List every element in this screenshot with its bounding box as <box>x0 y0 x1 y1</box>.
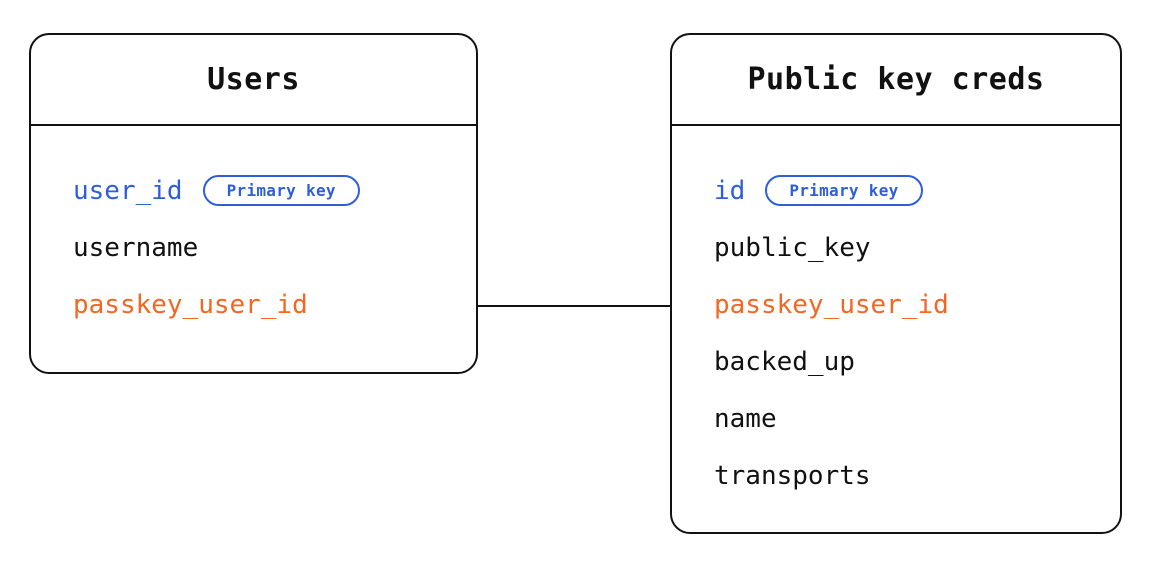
entity-public-key-creds-header: Public key creds <box>672 35 1120 126</box>
field-label-name: name <box>714 403 777 434</box>
field-row-id[interactable]: id Primary key <box>672 162 1120 219</box>
entity-users-title: Users <box>207 61 300 97</box>
field-row-username[interactable]: username <box>31 219 476 276</box>
primary-key-badge: Primary key <box>202 175 360 206</box>
field-row-name[interactable]: name <box>672 390 1120 447</box>
field-label-username: username <box>73 232 199 263</box>
entity-users[interactable]: Users user_id Primary key username passk… <box>29 33 478 374</box>
primary-key-badge-label: Primary key <box>226 180 336 200</box>
relationship-connector-passkey-user-id <box>478 305 672 307</box>
field-row-backed-up[interactable]: backed_up <box>672 333 1120 390</box>
entity-users-header: Users <box>31 35 476 126</box>
field-row-passkey-user-id[interactable]: passkey_user_id <box>31 276 476 333</box>
entity-public-key-creds-field-list: id Primary key public_key passkey_user_i… <box>672 126 1120 504</box>
entity-public-key-creds-title: Public key creds <box>747 61 1045 97</box>
field-label-id: id <box>714 175 746 206</box>
field-label-public-key: public_key <box>714 232 871 263</box>
primary-key-badge-label: Primary key <box>789 180 899 200</box>
field-label-user-id: user_id <box>73 175 183 206</box>
field-label-passkey-user-id: passkey_user_id <box>73 289 308 320</box>
field-label-transports: transports <box>714 460 871 491</box>
primary-key-badge: Primary key <box>765 175 923 206</box>
entity-public-key-creds[interactable]: Public key creds id Primary key public_k… <box>670 33 1122 534</box>
field-row-user-id[interactable]: user_id Primary key <box>31 162 476 219</box>
field-row-transports[interactable]: transports <box>672 447 1120 504</box>
field-label-passkey-user-id: passkey_user_id <box>714 289 949 320</box>
field-row-passkey-user-id[interactable]: passkey_user_id <box>672 276 1120 333</box>
field-label-backed-up: backed_up <box>714 346 855 377</box>
entity-users-field-list: user_id Primary key username passkey_use… <box>31 126 476 333</box>
field-row-public-key[interactable]: public_key <box>672 219 1120 276</box>
